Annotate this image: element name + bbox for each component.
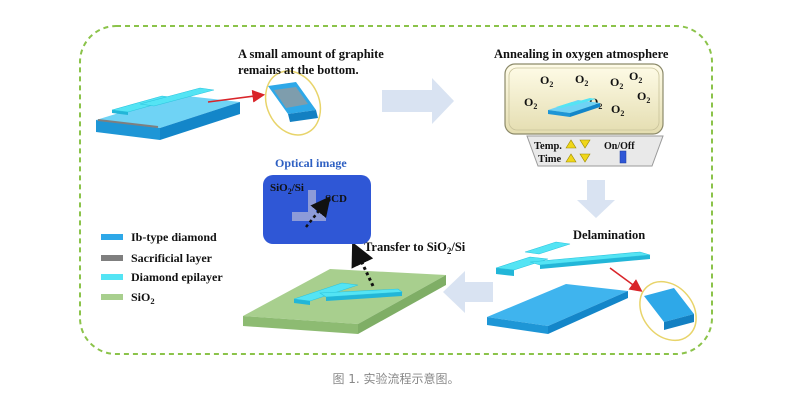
graphite-annotation-line2: remains at the bottom. [238, 63, 359, 77]
legend-swatch-sio2 [101, 294, 123, 300]
delamination-label: Delamination [573, 228, 645, 242]
optical-image-title: Optical image [275, 156, 347, 170]
time-controls [565, 153, 591, 163]
annealing-title: Annealing in oxygen atmosphere [494, 47, 669, 61]
onoff-label: On/Off [604, 141, 635, 152]
legend-swatch-sacrificial [101, 255, 123, 261]
transferred-epilayer [293, 282, 403, 305]
svg-text:O2: O2 [589, 95, 602, 111]
graphite-annotation-line1: A small amount of graphite [238, 47, 384, 61]
red-arrow-graphite [207, 89, 266, 103]
sacrificial-layer-line [97, 119, 159, 128]
dotted-arrow-up [351, 241, 375, 287]
legend: Ib-type diamond Sacrificial layer Diamon… [101, 230, 223, 306]
svg-text:O2: O2 [610, 75, 623, 91]
transfer-label: Transfer to SiO2/Si [364, 240, 466, 256]
legend-label-epilayer: Diamond epilayer [131, 270, 223, 284]
substrate-fragment [644, 288, 694, 330]
svg-text:O2: O2 [524, 95, 537, 111]
step1-sample [96, 87, 240, 140]
dashed-frame [79, 25, 713, 355]
svg-text:O2: O2 [540, 73, 553, 89]
legend-label-sacrificial: Sacrificial layer [131, 251, 213, 265]
optical-dotted-pointer [305, 196, 331, 228]
furnace-box [504, 63, 664, 135]
figure-caption: 图 1. 实验流程示意图。 [332, 371, 459, 386]
svg-text:O2: O2 [611, 102, 624, 118]
svg-text:O2: O2 [629, 69, 642, 85]
flow-arrow-right [382, 78, 454, 124]
furnace-control-panel [526, 135, 664, 167]
onoff-switch [619, 150, 627, 164]
legend-label-ib: Ib-type diamond [131, 230, 217, 244]
ib-substrate-slab [487, 284, 628, 334]
oxygen-molecules: O2 O2 O2 O2 O2 O2 O2 O2 [524, 69, 650, 118]
optical-sio2si-label: SiO2/Si [270, 182, 304, 196]
time-label: Time [538, 154, 561, 165]
legend-swatch-epilayer [101, 274, 123, 280]
red-arrow-fragment [609, 267, 643, 292]
temp-controls [565, 139, 591, 149]
temp-label: Temp. [534, 141, 562, 152]
delaminated-epilayer [495, 241, 651, 276]
legend-swatch-ib [101, 234, 123, 240]
graphite-fragment [268, 82, 318, 122]
flow-arrow-down [577, 180, 615, 218]
svg-text:O2: O2 [575, 72, 588, 88]
furnace-sample [548, 98, 600, 117]
svg-text:O2: O2 [637, 89, 650, 105]
optical-scd-label: SCD [325, 193, 347, 205]
flow-arrow-left [443, 271, 493, 313]
graphite-oval [264, 70, 322, 136]
fragment-oval [639, 280, 697, 342]
sio2-substrate [243, 269, 446, 334]
legend-label-sio2: SiO2 [131, 290, 155, 306]
